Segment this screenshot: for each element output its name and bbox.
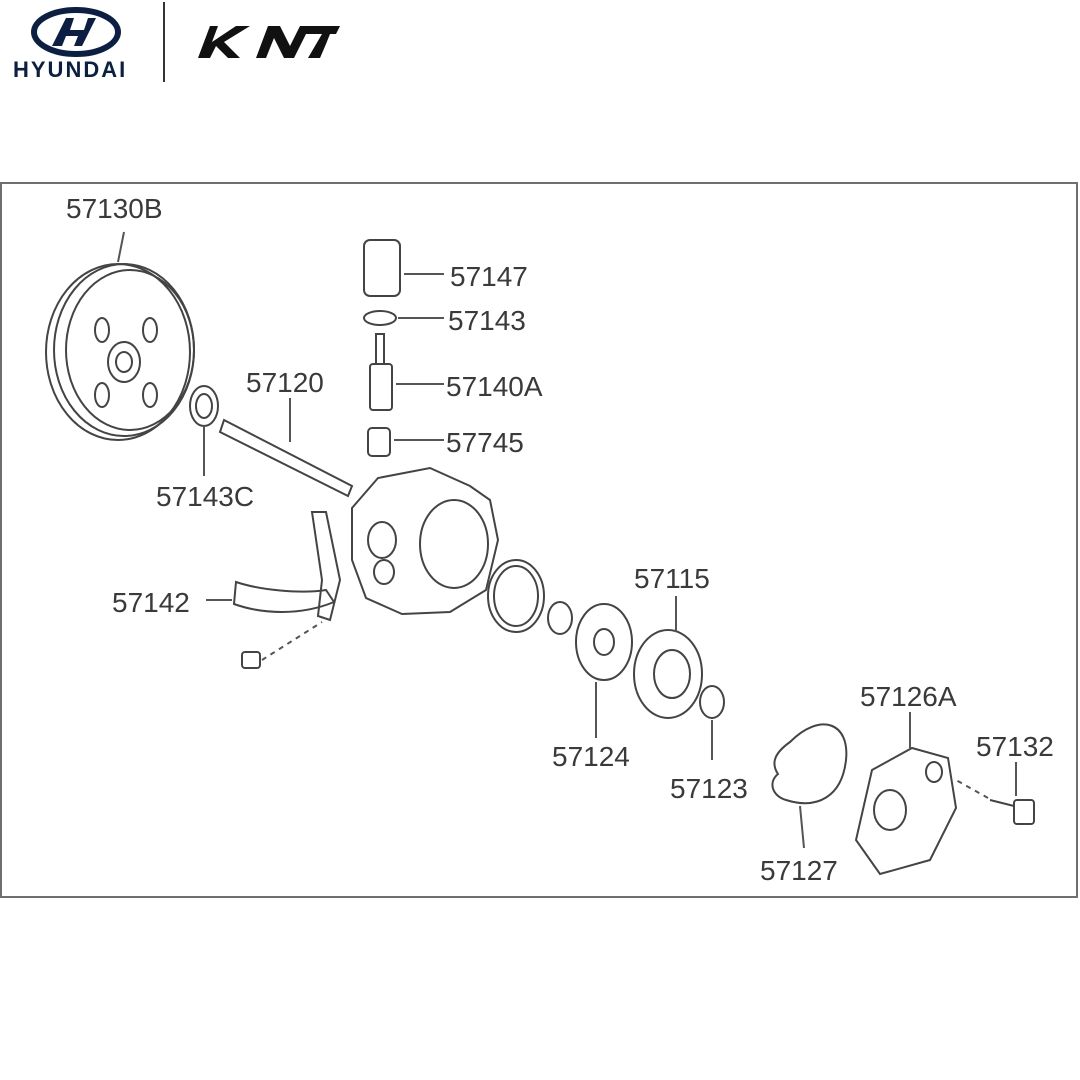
part-57130B-pulley: [45, 231, 195, 441]
part-57147-connector: [363, 239, 444, 297]
part-57132-bolt: [955, 762, 1035, 825]
part-57745-spring: [367, 427, 444, 457]
callout-57142: 57142: [112, 587, 190, 618]
callout-57120: 57120: [246, 367, 324, 398]
part-housing-oring-large: [487, 559, 545, 633]
callout-57132: 57132: [976, 731, 1054, 762]
callout-57123: 57123: [670, 773, 748, 804]
part-57123-oring: [699, 685, 725, 760]
part-57127-gasket: [771, 723, 848, 849]
callout-57143: 57143: [448, 305, 526, 336]
hyundai-logo: HYUNDAI: [13, 7, 127, 82]
callout-57130B: 57130B: [66, 193, 163, 224]
part-housing-oring-small: [547, 601, 573, 635]
callout-57127: 57127: [760, 855, 838, 886]
brand-logos: HYUNDAI: [0, 0, 400, 100]
callout-57126A: 57126A: [860, 681, 957, 712]
part-bracket-bolt: [241, 621, 323, 669]
diagram-frame: [0, 182, 1078, 898]
callout-57147: 57147: [450, 261, 528, 292]
part-57143C-seal: [189, 385, 219, 476]
callout-57745: 57745: [446, 427, 524, 458]
part-pump-housing: [351, 466, 500, 616]
part-57124-side-plate: [575, 603, 633, 738]
hyundai-wordmark: HYUNDAI: [13, 57, 127, 82]
kia-logo: [198, 26, 340, 58]
callout-57115: 57115: [634, 563, 710, 594]
callout-57124: 57124: [552, 741, 630, 772]
callout-57140A: 57140A: [446, 371, 543, 402]
callout-57143C: 57143C: [156, 481, 254, 512]
part-57120-shaft: [218, 398, 354, 498]
part-57126A-cover: [854, 712, 958, 876]
part-57143-oring: [363, 310, 444, 326]
part-57140A-valve: [369, 333, 444, 411]
part-57142-pipe-bracket: [206, 511, 342, 622]
part-57115-cartridge: [633, 596, 703, 719]
